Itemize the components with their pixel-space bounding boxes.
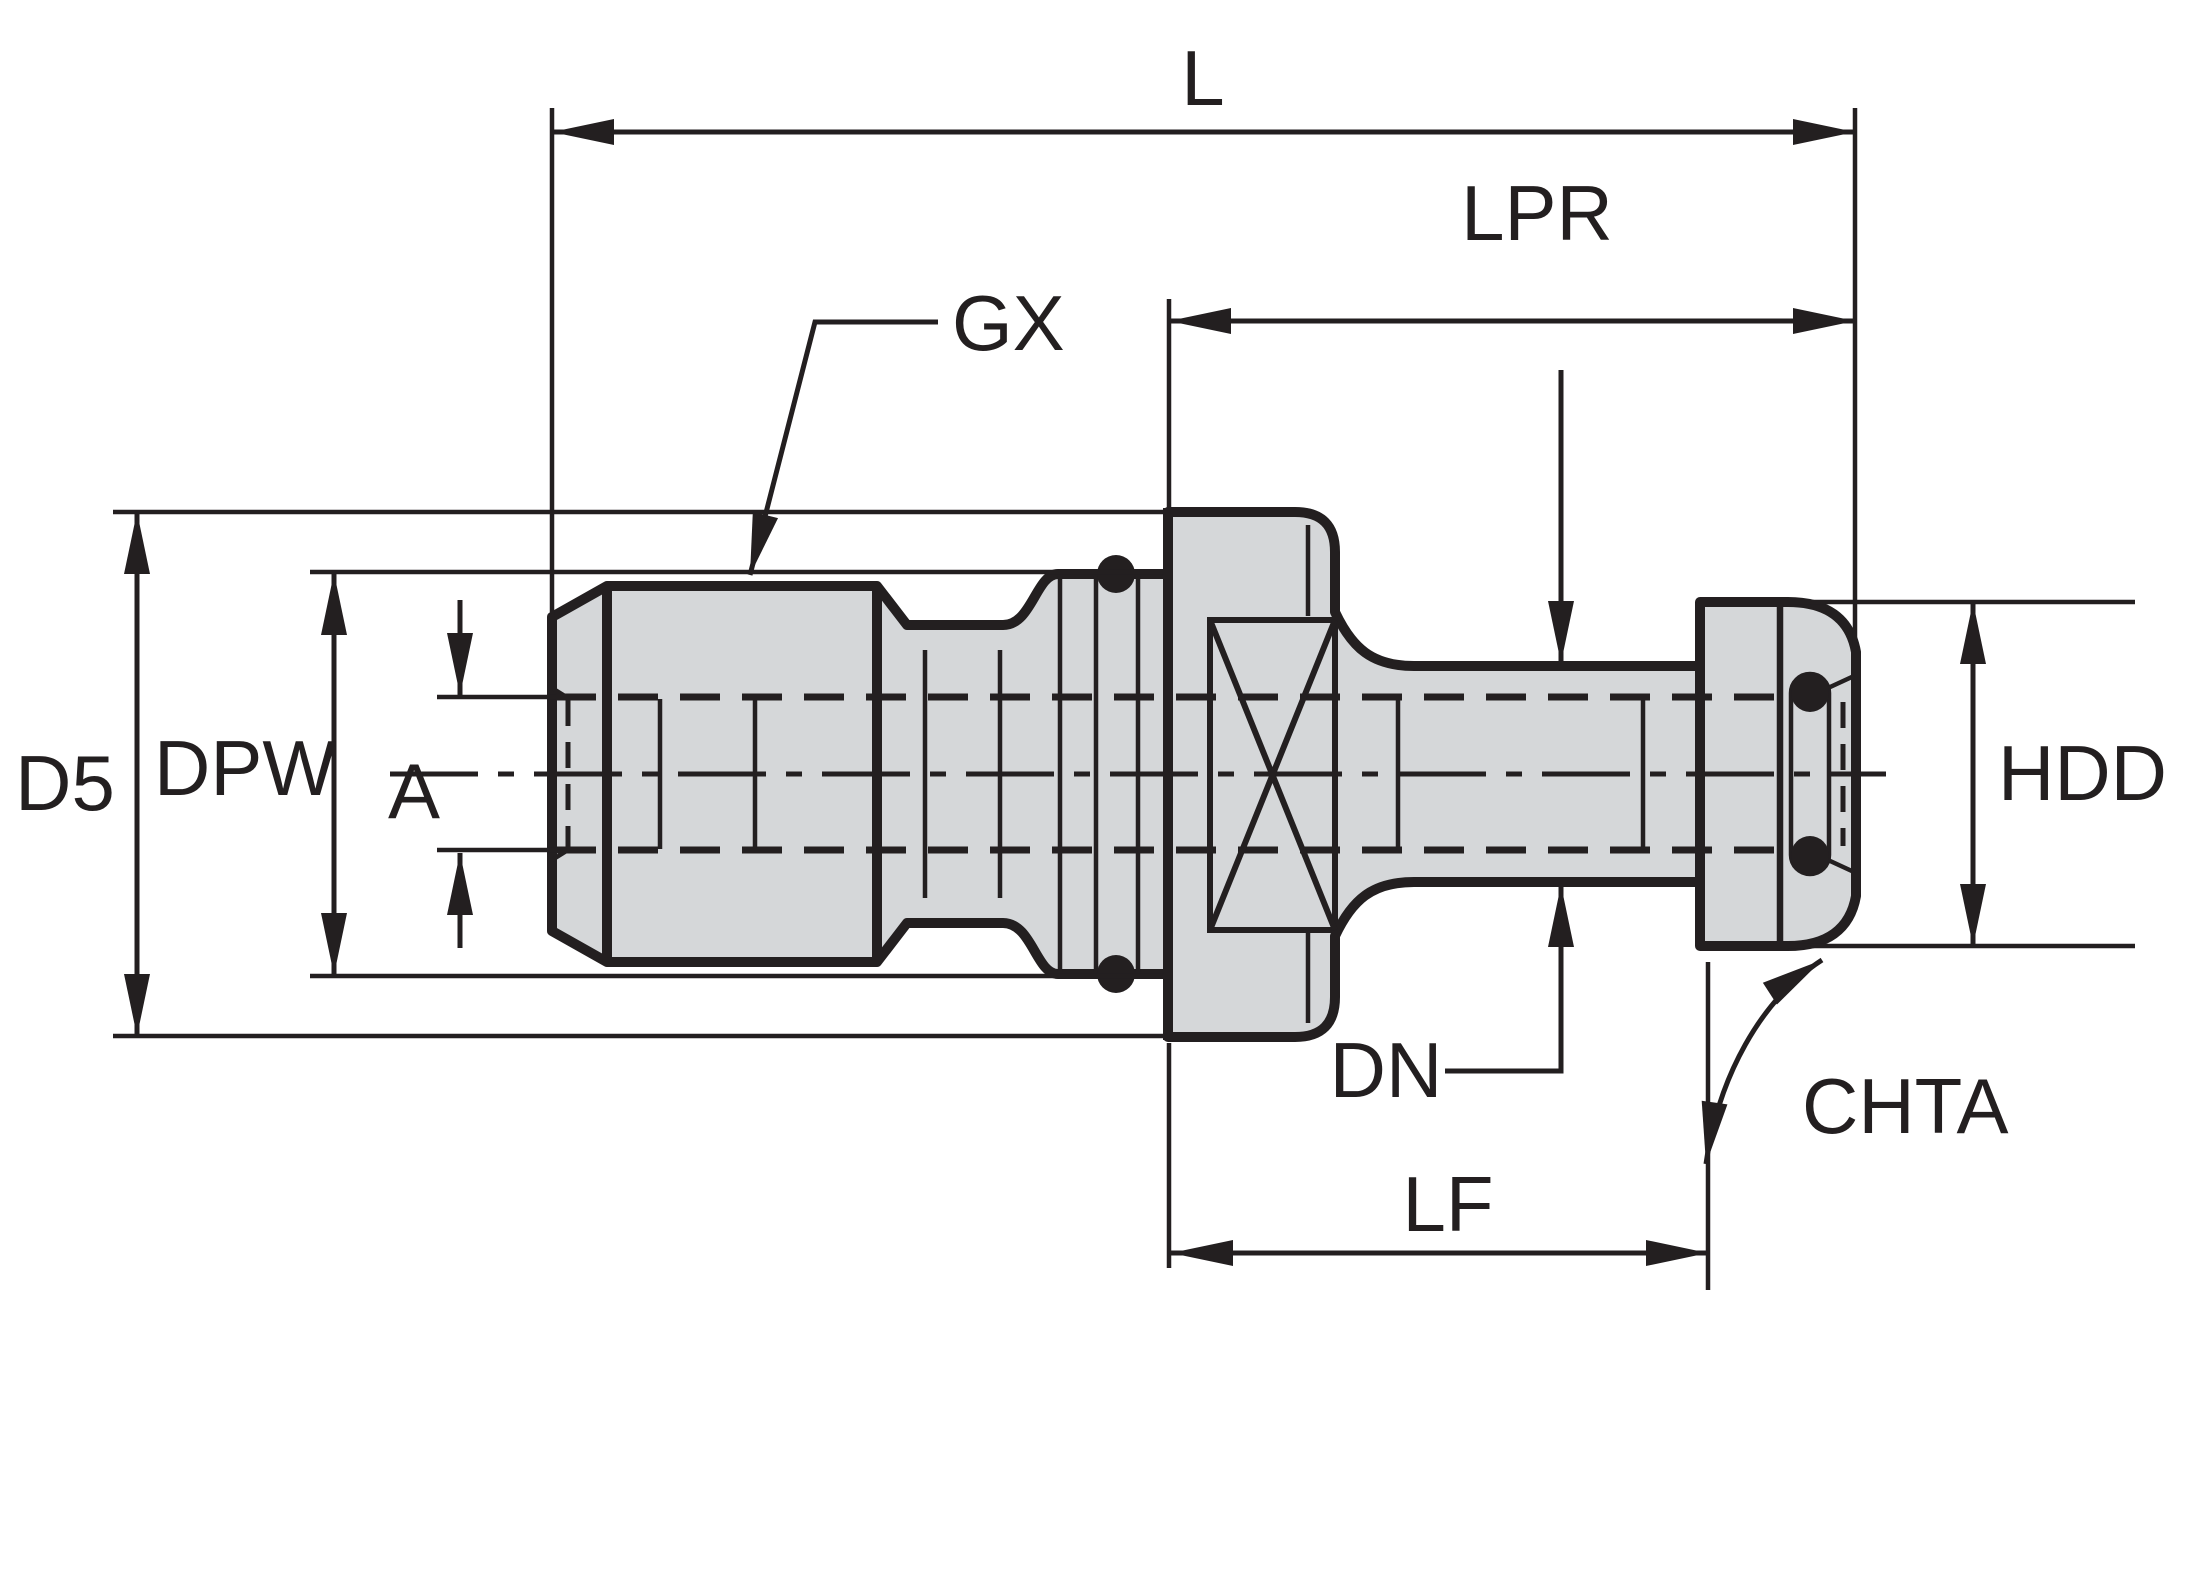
label-flange-diameter: D5 (15, 739, 115, 827)
dimension-labels: L LPR GX D5 DPW A HDD DN CHTA LF (15, 34, 2167, 1248)
label-flange-length: LF (1402, 1160, 1493, 1248)
label-thread-callout: GX (952, 279, 1065, 367)
oring-dot (1791, 674, 1829, 712)
dim-arrow-neck-bottom-leader (1445, 885, 1574, 1074)
label-neck-diameter: DN (1330, 1026, 1443, 1114)
oring-dot (1791, 836, 1829, 874)
dim-arc-chamfer-angle (1701, 957, 1824, 1165)
label-protrusion-length: LPR (1461, 169, 1613, 257)
label-chamfer-angle: CHTA (1802, 1062, 2009, 1150)
flange-section-box (1207, 617, 1338, 933)
part-body (390, 507, 1886, 1042)
label-thread-diameter: DPW (154, 724, 336, 812)
label-head-diameter: HDD (1998, 729, 2167, 817)
label-pilot-diameter: A (388, 747, 440, 835)
dimensions (124, 119, 1986, 1266)
leader-thread-callout (747, 319, 938, 576)
label-overall-length: L (1181, 34, 1224, 122)
